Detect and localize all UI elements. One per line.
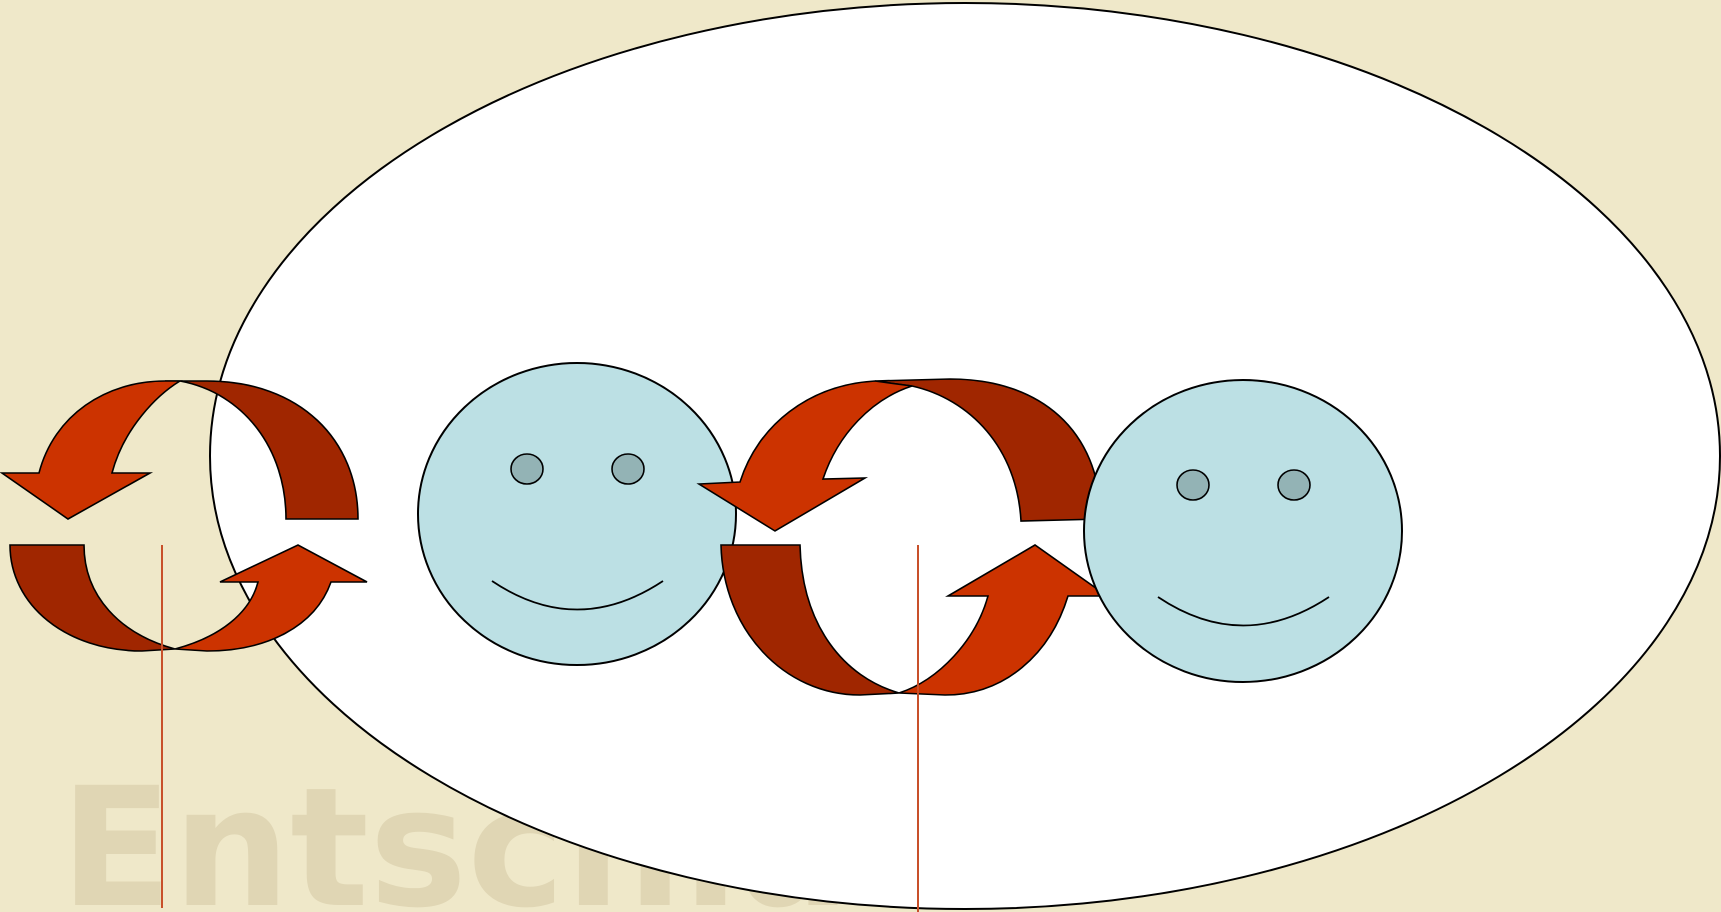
right-eye (1278, 470, 1310, 500)
cycle-arrow-left-lower-back (10, 545, 175, 651)
left-eye (1177, 470, 1209, 500)
face-circle (1084, 380, 1402, 682)
cycle-arrow-left-upper-front (2, 381, 180, 519)
cycle-arrows-left (2, 381, 367, 651)
smiley-face-right (1084, 380, 1402, 682)
right-eye (612, 454, 644, 484)
face-circle (418, 363, 736, 665)
left-eye (511, 454, 543, 484)
smiley-face-left (418, 363, 736, 665)
